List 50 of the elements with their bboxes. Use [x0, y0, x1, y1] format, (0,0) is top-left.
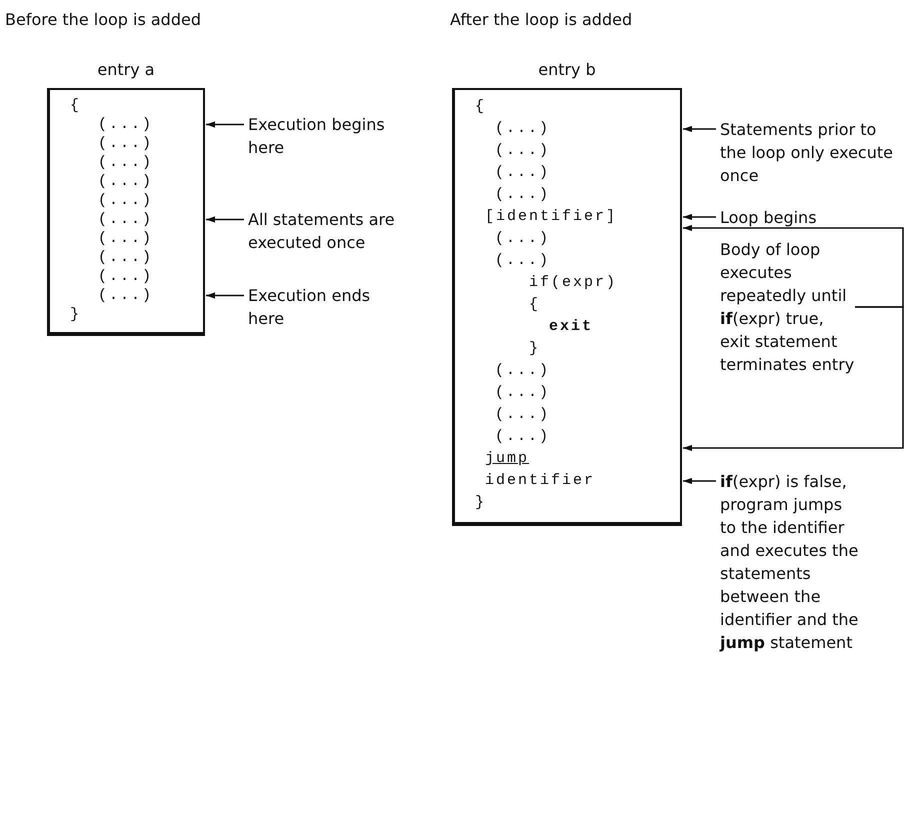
code-line: (...)	[98, 210, 154, 229]
code-line: (...)	[495, 251, 550, 271]
code-line: (...)	[495, 229, 550, 249]
code-line: (...)	[98, 172, 154, 191]
arrow	[683, 214, 716, 220]
code-line: (...)	[495, 119, 550, 139]
arrow	[683, 478, 716, 484]
section-heading: Before the loop is added	[5, 10, 201, 29]
code-line: (...)	[495, 427, 550, 447]
code-line: }	[475, 493, 486, 513]
bracket-arrow	[683, 224, 904, 308]
arrow	[206, 121, 244, 128]
code-line: identifier	[485, 471, 596, 491]
code-line: (...)	[495, 361, 550, 381]
code-line: (...)	[98, 191, 154, 210]
code-line: (...)	[495, 163, 550, 183]
arrow	[206, 292, 244, 299]
arrow	[683, 126, 716, 132]
section-heading: After the loop is added	[450, 10, 632, 29]
code-line: {	[475, 97, 486, 117]
callout-text: All statements are executed once	[248, 209, 396, 254]
callout-text: Execution begins here	[248, 114, 386, 159]
code-line: (...)	[98, 115, 154, 134]
code-line: (...)	[98, 286, 154, 305]
code-line: (...)	[495, 141, 550, 161]
arrow	[206, 216, 244, 223]
callout-text: if(expr) is false, program jumps to the identifier and executes the statements between the identifier and the jump statement	[720, 470, 860, 654]
code-line: (...)	[495, 383, 550, 403]
code-line: (...)	[98, 153, 154, 172]
code-line: {	[70, 96, 82, 115]
callout-text: Body of loop executes repeatedly until if(expr) true, exit statement terminates entry	[720, 239, 855, 376]
code-line: (...)	[98, 267, 154, 286]
code-line: [identifier]	[485, 207, 618, 227]
code-line: exit	[549, 317, 594, 337]
listing-heading: entry a	[96, 59, 156, 81]
code-line: (...)	[98, 248, 154, 267]
callout-text: Execution ends here	[248, 285, 372, 330]
code-line: if(expr)	[529, 273, 618, 293]
code-line: {	[529, 295, 540, 315]
code-line: (...)	[98, 134, 154, 153]
code-line: }	[70, 305, 82, 324]
listing-heading: entry b	[537, 59, 597, 81]
code-line: }	[529, 339, 540, 359]
code-line: (...)	[495, 405, 550, 425]
code-line: jump	[485, 449, 530, 469]
bracket-arrow	[683, 306, 904, 452]
code-line: (...)	[98, 229, 154, 248]
code-line: (...)	[495, 185, 550, 205]
callout-text: Statements prior to the loop only execute once	[720, 118, 894, 186]
callout-text: Loop begins	[720, 206, 818, 228]
